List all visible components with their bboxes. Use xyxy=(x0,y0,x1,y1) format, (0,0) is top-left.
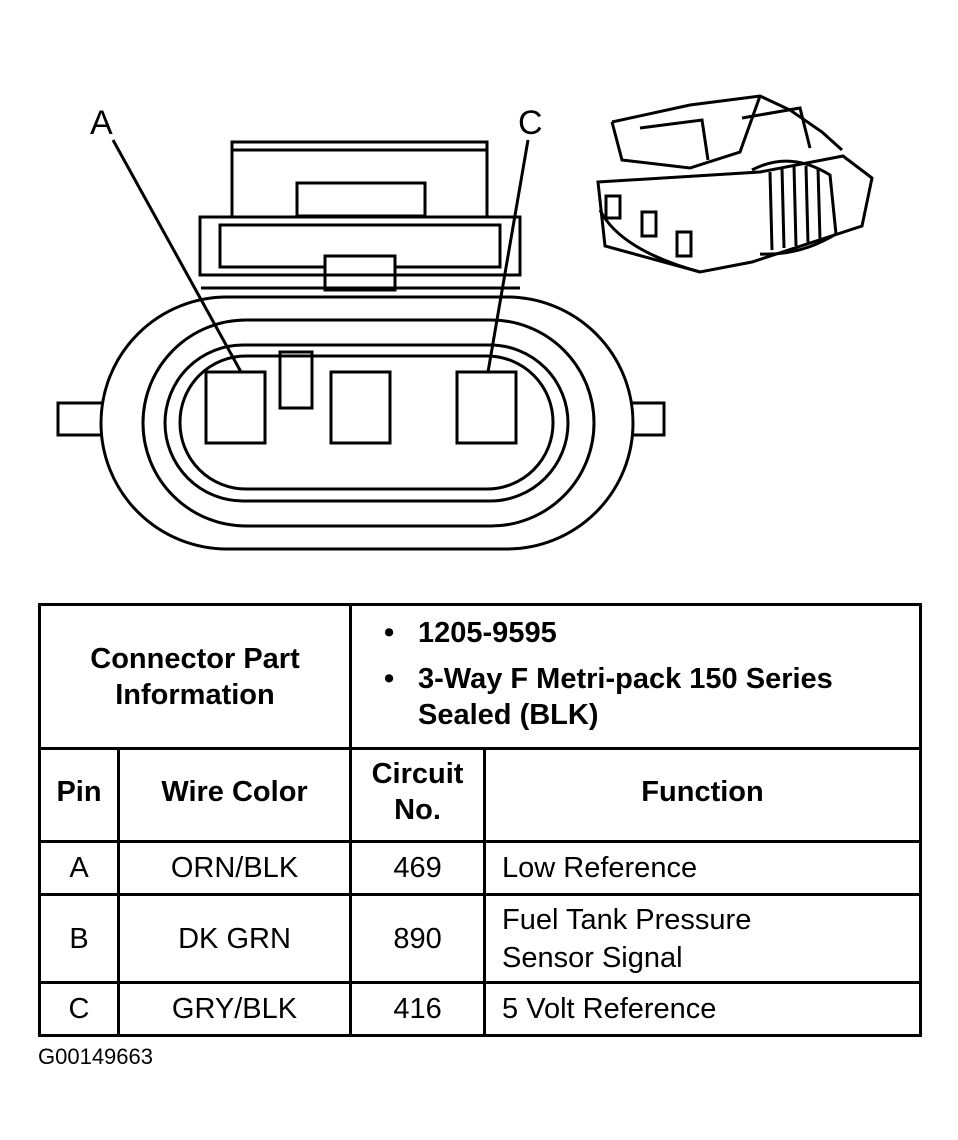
function-cell: Low Reference xyxy=(483,840,923,896)
wire-color-cell: ORN/BLK xyxy=(116,840,353,896)
table-row: B DK GRN 890 Fuel Tank Pressure Sensor S… xyxy=(38,893,923,984)
pin-b-terminal xyxy=(329,370,392,445)
connector-diagram: A C xyxy=(56,94,874,551)
connector-middle-ring xyxy=(141,318,596,528)
wire-color-cell: GRY/BLK xyxy=(116,981,353,1037)
pin-header: Pin xyxy=(38,747,120,843)
figure-id: G00149663 xyxy=(38,1044,153,1069)
callout-a-label: A xyxy=(90,104,113,142)
callout-c-label: C xyxy=(518,104,543,142)
pin-cell: B xyxy=(38,893,120,984)
pin-a-terminal xyxy=(204,370,267,445)
pin-cell: A xyxy=(38,840,120,896)
connector-isometric-sketch xyxy=(596,94,874,274)
function-header: Function xyxy=(483,747,923,843)
function-cell: 5 Volt Reference xyxy=(483,981,923,1037)
wire-color-cell: DK GRN xyxy=(116,893,353,984)
function-cell: Fuel Tank Pressure Sensor Signal xyxy=(483,893,923,984)
wire-color-header: Wire Color xyxy=(116,747,353,843)
connector-pinout-table: Connector Part Information •1205-9595 •3… xyxy=(37,603,923,1037)
callout-a-leader xyxy=(111,139,243,373)
table-row: A ORN/BLK 469 Low Reference xyxy=(38,840,923,896)
circuit-cell: 890 xyxy=(349,893,487,984)
left-tab xyxy=(56,401,108,437)
connector-inner-ring xyxy=(163,343,570,503)
right-tab xyxy=(628,401,666,437)
pin-c-terminal xyxy=(455,370,518,445)
connector-part-list: •1205-9595 •3-Way F Metri-pack 150 Serie… xyxy=(349,603,923,750)
pin-key xyxy=(278,350,314,410)
part-description-item: •3-Way F Metri-pack 150 Series Sealed (B… xyxy=(384,663,833,731)
table-header-row: Pin Wire Color Circuit No. Function xyxy=(38,747,923,843)
callout-c-leader xyxy=(486,139,530,373)
pin-cell: C xyxy=(38,981,120,1037)
part-number-item: •1205-9595 xyxy=(384,617,557,649)
circuit-cell: 469 xyxy=(349,840,487,896)
connector-part-info-label: Connector Part Information xyxy=(37,603,353,750)
circuit-cell: 416 xyxy=(349,981,487,1037)
circuit-no-header: Circuit No. xyxy=(349,747,487,843)
table-row: C GRY/BLK 416 5 Volt Reference xyxy=(38,981,923,1037)
